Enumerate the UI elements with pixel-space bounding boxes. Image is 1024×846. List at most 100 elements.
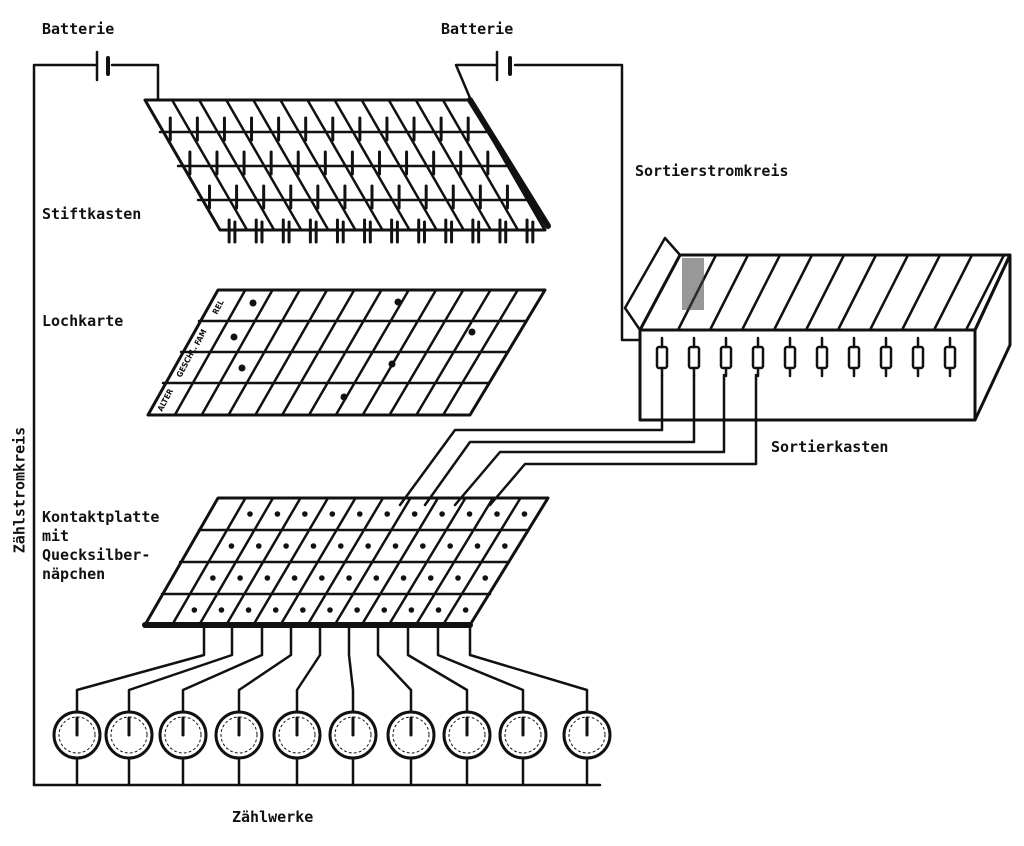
mercury-cup xyxy=(337,543,344,549)
card-hole xyxy=(394,298,402,306)
pin-box-grid-line xyxy=(387,98,465,232)
counter-wire xyxy=(237,623,293,714)
mercury-cup xyxy=(439,511,445,517)
mercury-cup xyxy=(435,607,442,613)
sort-slat xyxy=(708,253,750,332)
sort-magnet xyxy=(815,345,829,370)
plate-grid-line xyxy=(333,496,412,627)
pin-box-grid-line xyxy=(441,98,520,232)
mercury-cup xyxy=(310,543,317,549)
mercury-cup xyxy=(319,575,325,581)
mercury-cup xyxy=(494,511,500,517)
count-circuit-wire xyxy=(32,63,97,787)
sort-magnet xyxy=(751,345,765,370)
sort-magnet xyxy=(655,345,669,370)
mercury-cup xyxy=(327,607,333,613)
card-grid-line xyxy=(227,288,301,417)
mercury-cup xyxy=(462,607,469,613)
plate-grid-line xyxy=(197,496,275,627)
mercury-cup xyxy=(466,511,473,517)
mercury-cup xyxy=(329,511,336,517)
counter-dial-scale xyxy=(220,716,258,754)
count-circuit-wire-top xyxy=(110,63,160,100)
card-grid-line xyxy=(200,288,274,417)
mercury-cup xyxy=(411,511,418,517)
mercury-cup xyxy=(237,575,243,581)
pin-box-grid-line xyxy=(306,98,384,232)
sort-cards-stack xyxy=(682,258,704,310)
card-grid-line xyxy=(441,288,519,417)
card-legend-text: ALTER xyxy=(156,387,176,413)
sort-slat xyxy=(772,253,814,332)
card-grid-line xyxy=(307,288,383,417)
mercury-cup xyxy=(218,607,225,613)
sort-magnet xyxy=(719,345,733,370)
mercury-cup xyxy=(455,575,461,581)
card-hole xyxy=(230,333,238,341)
card-hole xyxy=(388,360,396,368)
contact-plate-label-line: Quecksilber- xyxy=(42,546,151,564)
plate-grid-line xyxy=(170,496,247,627)
mercury-cup xyxy=(408,607,415,613)
contact-plate-label: Kontaktplatte mit Quecksilber- näpchen xyxy=(42,508,159,584)
pin-box-grid-line xyxy=(333,98,411,232)
mercury-cup xyxy=(247,511,253,517)
mercury-cup xyxy=(381,607,388,613)
card-grid-line xyxy=(361,288,438,417)
sort-slat xyxy=(868,253,910,332)
card-grid-line xyxy=(334,288,410,417)
battery-left-icon xyxy=(95,50,110,82)
mercury-cup xyxy=(255,543,262,549)
mercury-cup xyxy=(502,543,508,549)
sort-box xyxy=(623,236,1012,422)
counter-wire xyxy=(436,623,525,714)
card-grid-line xyxy=(173,288,247,417)
card-hole xyxy=(340,393,348,401)
sort-slat xyxy=(932,253,974,332)
pin-box-label: Stiftkasten xyxy=(42,205,142,223)
sort-slat xyxy=(836,253,878,332)
plate-grid-line xyxy=(306,496,385,627)
plate-grid-line xyxy=(414,496,495,627)
sort-slat xyxy=(740,253,782,332)
plate-grid-line xyxy=(225,496,302,627)
counter-dial-scale xyxy=(504,716,542,754)
counter-dial-scale xyxy=(334,716,372,754)
sort-slat xyxy=(964,253,1006,332)
sort-magnet xyxy=(943,345,957,370)
counter-dial-scale xyxy=(392,716,430,754)
counter-wire xyxy=(127,623,234,714)
mercury-cup xyxy=(283,543,289,549)
count-circuit-label: Zählstromkreis xyxy=(10,426,29,554)
counter-wire xyxy=(376,623,413,714)
sort-box-label: Sortierkasten xyxy=(771,438,889,456)
mercury-cup xyxy=(427,575,434,581)
sort-slat xyxy=(804,253,846,332)
sort-magnet xyxy=(847,345,861,370)
card-grid-line xyxy=(388,288,465,417)
mercury-cup xyxy=(447,543,453,549)
mercury-cup xyxy=(291,575,298,581)
mercury-cup xyxy=(302,511,308,517)
sort-magnet xyxy=(687,345,701,370)
card-grid-line xyxy=(254,288,329,417)
mercury-cup xyxy=(521,511,528,517)
counter-dial-scale xyxy=(58,716,96,754)
counter-wire xyxy=(75,623,206,714)
mercury-cup xyxy=(400,575,407,581)
plate-grid-line xyxy=(279,496,357,627)
mercury-cup xyxy=(356,511,363,517)
mercury-cup xyxy=(245,607,252,613)
counters-label: Zählwerke xyxy=(232,808,314,826)
mercury-cup xyxy=(210,575,216,581)
counter-wire xyxy=(406,623,469,714)
counter-dial-scale xyxy=(448,716,486,754)
pin-box-grid-line xyxy=(414,98,493,232)
contact-plate xyxy=(142,496,550,628)
counter-dial-scale xyxy=(278,716,316,754)
plate-grid-line xyxy=(441,496,522,627)
mercury-cup xyxy=(274,511,281,517)
pin-box-grid-line xyxy=(225,98,303,232)
